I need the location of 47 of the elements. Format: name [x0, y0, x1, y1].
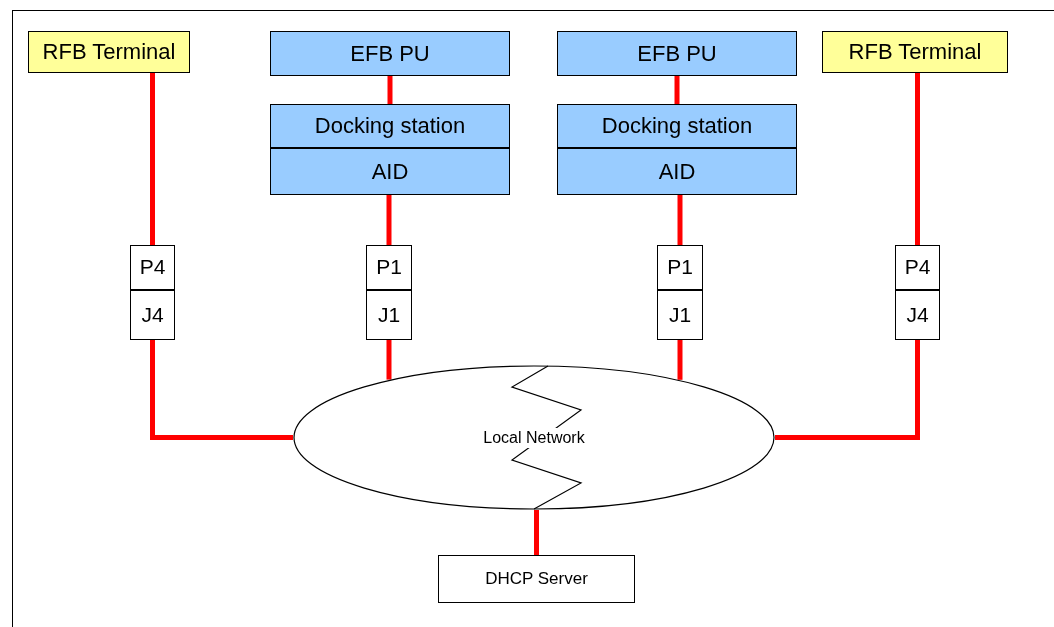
box-label: AID	[371, 157, 409, 186]
unit-box	[557, 148, 797, 195]
box-label: EFB PU	[637, 39, 717, 68]
connector-box	[130, 290, 175, 340]
terminal-box	[28, 31, 190, 73]
network-cable	[150, 73, 155, 245]
box-label: AID	[658, 157, 696, 186]
unit-box	[270, 148, 510, 195]
connector-box	[366, 290, 412, 340]
connector-box	[366, 245, 412, 290]
connector-box	[895, 290, 940, 340]
network-cable	[387, 76, 393, 104]
network-cable	[674, 76, 680, 104]
network-ellipse	[293, 365, 775, 510]
box-label: J4	[906, 301, 929, 328]
box-label: Docking station	[314, 112, 466, 140]
network-cable	[386, 340, 392, 380]
unit-box	[557, 104, 797, 148]
box-label: J1	[377, 301, 401, 328]
box-label: P1	[376, 254, 402, 281]
box-label: P4	[139, 254, 166, 281]
connector-box	[895, 245, 940, 290]
unit-box	[557, 31, 797, 76]
network-cable	[386, 195, 392, 245]
server-box	[438, 555, 635, 603]
network-cable	[534, 510, 539, 555]
box-label: DHCP Server	[485, 568, 588, 590]
box-label: P4	[904, 254, 931, 281]
connector-box	[130, 245, 175, 290]
connector-box	[657, 290, 703, 340]
connector-box	[657, 245, 703, 290]
unit-box	[270, 31, 510, 76]
box-label: Docking station	[601, 112, 753, 140]
box-label: P1	[667, 254, 693, 281]
network-cable	[150, 340, 293, 440]
network-cable	[677, 340, 683, 380]
box-label: EFB PU	[350, 39, 430, 68]
box-label: RFB Terminal	[848, 38, 982, 66]
network-label: Local Network	[481, 427, 587, 448]
network-cable	[677, 195, 683, 245]
unit-box	[270, 104, 510, 148]
network-cable	[915, 73, 920, 245]
box-label: J4	[141, 301, 164, 328]
box-label: RFB Terminal	[42, 38, 176, 66]
terminal-box	[822, 31, 1008, 73]
box-label: J1	[668, 301, 692, 328]
network-cable	[775, 340, 920, 440]
